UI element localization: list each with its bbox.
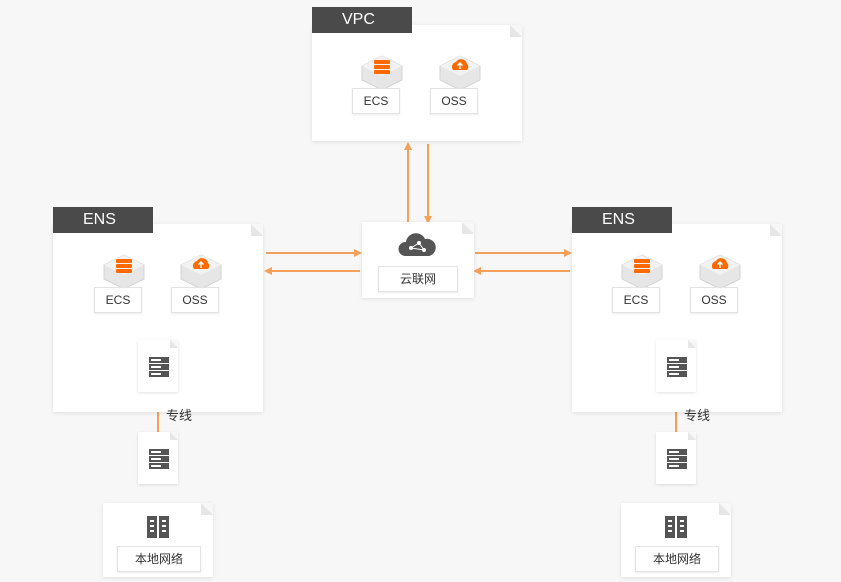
local-network-label: 本地网络 bbox=[117, 546, 201, 572]
server-icon bbox=[149, 357, 169, 377]
service-label: ECS bbox=[612, 287, 660, 313]
service-label: OSS bbox=[690, 287, 738, 313]
card-fold bbox=[170, 432, 178, 440]
right-local-server bbox=[656, 432, 696, 484]
service-label: OSS bbox=[171, 287, 219, 313]
ens-left-oss-service: OSS bbox=[171, 253, 231, 315]
card-fold bbox=[770, 224, 782, 236]
card-fold bbox=[688, 432, 696, 440]
ecs-server-icon bbox=[621, 254, 663, 290]
server-icon bbox=[667, 357, 687, 377]
card-fold bbox=[688, 340, 696, 348]
card-fold bbox=[201, 503, 213, 515]
card-fold bbox=[462, 222, 474, 234]
service-label: ECS bbox=[94, 287, 142, 313]
service-label: ECS bbox=[352, 88, 400, 114]
ens-left-ecs-service: ECS bbox=[94, 253, 154, 315]
ecs-server-icon bbox=[103, 254, 145, 290]
cloud-network-icon bbox=[398, 233, 436, 256]
left-local-server bbox=[138, 432, 178, 484]
left-local-network: 本地网络 bbox=[103, 503, 213, 577]
dedicated-line-label-left: 专线 bbox=[166, 408, 193, 423]
cloud-network-label: 云联网 bbox=[378, 266, 458, 292]
server-icon bbox=[667, 449, 687, 469]
ens-right-oss-service: OSS bbox=[690, 253, 750, 315]
dedicated-line-label-right: 专线 bbox=[684, 408, 711, 423]
ens-left-gateway-server bbox=[138, 340, 178, 392]
ens-left-tag: ENS bbox=[53, 207, 153, 233]
card-fold bbox=[719, 503, 731, 515]
oss-storage-icon bbox=[180, 254, 222, 290]
vpc-tag: VPC bbox=[312, 7, 412, 33]
right-local-network: 本地网络 bbox=[621, 503, 731, 577]
oss-storage-icon bbox=[699, 254, 741, 290]
building-icon bbox=[147, 516, 169, 538]
building-icon bbox=[665, 516, 687, 538]
card-fold bbox=[170, 340, 178, 348]
vpc-card bbox=[312, 25, 522, 141]
vpc-oss-service: OSS bbox=[430, 54, 490, 116]
local-network-label: 本地网络 bbox=[635, 546, 719, 572]
ens-right-tag: ENS bbox=[572, 207, 672, 233]
card-fold bbox=[510, 25, 522, 37]
ens-right-gateway-server bbox=[656, 340, 696, 392]
ecs-server-icon bbox=[361, 55, 403, 91]
cloud-network-node: 云联网 bbox=[362, 222, 474, 298]
service-label: OSS bbox=[430, 88, 478, 114]
oss-storage-icon bbox=[439, 55, 481, 91]
ens-right-ecs-service: ECS bbox=[612, 253, 672, 315]
server-icon bbox=[149, 449, 169, 469]
vpc-ecs-service: ECS bbox=[352, 54, 412, 116]
card-fold bbox=[251, 224, 263, 236]
